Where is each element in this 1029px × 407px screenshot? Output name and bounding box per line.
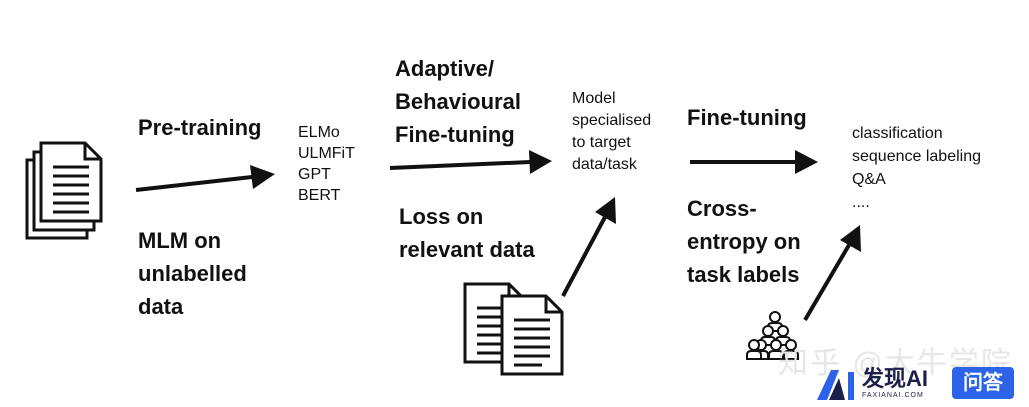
finetuning-method-line: entropy on <box>687 229 801 254</box>
task-item: classification <box>852 125 943 142</box>
pretraining-method-line: MLM on <box>138 228 222 253</box>
pretraining-method-line: unlabelled <box>138 261 247 286</box>
adaptive-title-line: Behavioural <box>395 89 521 114</box>
adaptive-method-line: relevant data <box>399 237 535 262</box>
pretraining-method-line: data <box>138 294 184 319</box>
adaptive-arrow <box>389 150 552 174</box>
annotators-arrow <box>803 225 861 322</box>
specialised-model-text: Model specialised to target data/task <box>572 88 651 176</box>
pretraining-arrow <box>135 165 275 192</box>
task-list: classification sequence labeling Q&A ...… <box>852 122 981 214</box>
adaptive-method-line: Loss on <box>399 204 484 229</box>
model-name: ELMo <box>298 124 340 141</box>
document-stack-icon <box>25 141 103 240</box>
specialised-line: specialised <box>572 112 652 129</box>
task-item: sequence labeling <box>852 148 981 165</box>
specialised-line: to target <box>572 134 631 151</box>
faxianai-logo-icon <box>817 370 854 400</box>
adaptive-title-line: Adaptive/ <box>395 56 495 81</box>
task-item: Q&A <box>852 171 886 188</box>
pretraining-method: MLM on unlabelled data <box>138 224 247 323</box>
pretraining-title: Pre-training <box>138 115 262 140</box>
finetuning-method: Cross- entropy on task labels <box>687 192 801 291</box>
relevant-data-arrow <box>561 197 616 297</box>
brand-name: 发现AI <box>862 366 929 391</box>
pretrained-models-list: ELMo ULMFiT GPT BERT <box>298 122 355 206</box>
finetuning-arrow <box>690 150 818 174</box>
adaptive-title: Adaptive/ Behavioural Fine-tuning <box>395 52 521 151</box>
finetuning-method-line: Cross- <box>687 196 757 221</box>
specialised-line: data/task <box>572 156 637 173</box>
model-name: BERT <box>298 187 341 204</box>
adaptive-title-line: Fine-tuning <box>395 122 515 147</box>
model-name: GPT <box>298 166 331 183</box>
specialised-line: Model <box>572 90 616 107</box>
finetuning-title: Fine-tuning <box>687 105 807 130</box>
task-item: .... <box>852 194 870 211</box>
qa-badge: 问答 <box>952 367 1014 399</box>
model-name: ULMFiT <box>298 145 355 162</box>
finetuning-method-line: task labels <box>687 262 800 287</box>
documents-pair-icon <box>463 282 564 376</box>
brand-url: FAXIANAI.COM <box>862 392 924 399</box>
adaptive-method: Loss on relevant data <box>399 200 535 266</box>
